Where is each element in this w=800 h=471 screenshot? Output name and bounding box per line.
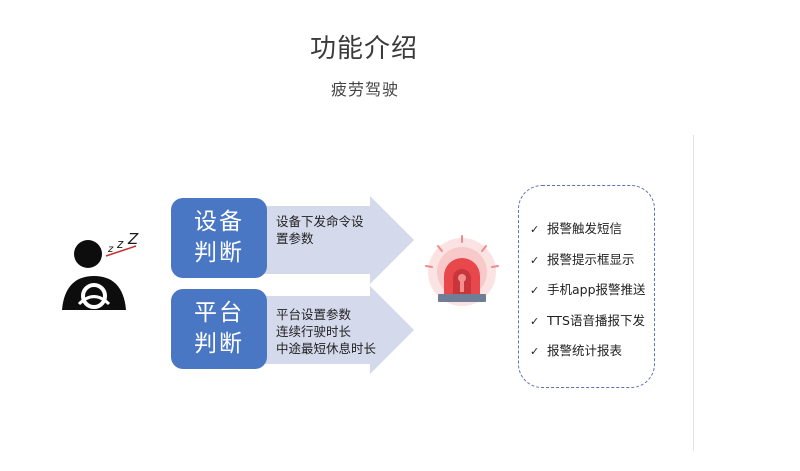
- list-item: ✓ 报警统计报表: [530, 340, 622, 359]
- platform-arrow: [262, 286, 414, 374]
- sleeping-driver-icon: z z Z: [62, 230, 139, 310]
- device-arrow: [262, 196, 414, 284]
- siren-alarm-icon: [425, 235, 499, 306]
- platform-arrow-line: 连续行驶时长: [276, 324, 352, 339]
- device-arrow-line: 设备下发命令设: [276, 214, 364, 229]
- device-judgment-box: 设备 判断: [171, 198, 267, 278]
- vertical-divider: [693, 135, 694, 451]
- sleep-z-3: Z: [127, 230, 139, 248]
- sleep-z-2: z: [116, 237, 124, 251]
- list-item: ✓ 报警提示框显示: [530, 249, 635, 268]
- platform-arrow-text: 平台设置参数 连续行驶时长 中途最短休息时长: [276, 306, 376, 357]
- list-item: ✓ 手机app报警推送: [530, 279, 646, 298]
- alarm-actions-box: [518, 185, 655, 388]
- page-title: 功能介绍: [310, 34, 419, 64]
- platform-box-line1: 平台: [194, 300, 244, 326]
- list-item-label: 报警提示框显示: [547, 252, 635, 267]
- device-box-line2: 判断: [194, 240, 244, 266]
- list-item-label: 报警统计报表: [547, 343, 623, 358]
- device-box-line1: 设备: [194, 209, 244, 235]
- check-icon: ✓: [530, 284, 540, 297]
- list-item-label: TTS语音播报下发: [547, 313, 645, 328]
- check-icon: ✓: [530, 345, 540, 358]
- page-subtitle: 疲劳驾驶: [331, 80, 400, 99]
- device-arrow-line: 置参数: [276, 231, 314, 246]
- sleep-z-1: z: [107, 244, 114, 255]
- platform-judgment-box: 平台 判断: [171, 289, 267, 369]
- platform-box-line2: 判断: [194, 331, 244, 357]
- check-icon: ✓: [530, 254, 540, 267]
- device-arrow-text: 设备下发命令设 置参数: [276, 213, 364, 247]
- platform-arrow-line: 中途最短休息时长: [276, 341, 377, 356]
- list-item: ✓ 报警触发短信: [530, 218, 622, 237]
- list-item-label: 手机app报警推送: [547, 282, 646, 297]
- list-item: ✓ TTS语音播报下发: [530, 310, 645, 329]
- platform-arrow-line: 平台设置参数: [276, 307, 352, 322]
- check-icon: ✓: [530, 223, 540, 236]
- check-icon: ✓: [530, 315, 540, 328]
- list-item-label: 报警触发短信: [547, 221, 623, 236]
